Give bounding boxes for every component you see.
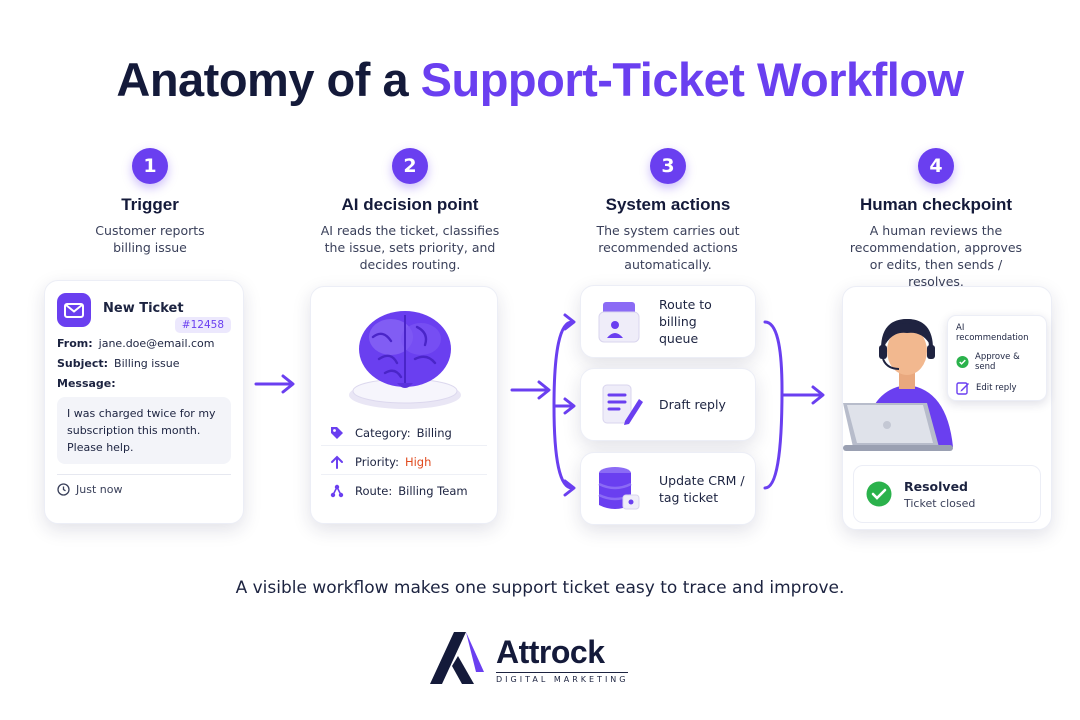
route-icon <box>330 484 344 498</box>
ai-priority-row: Priority:High <box>321 449 487 475</box>
brain-icon <box>321 297 489 417</box>
inbox-user-icon <box>591 294 647 350</box>
step-4-header: 4 Human checkpoint A human reviews the r… <box>826 148 1046 290</box>
logo-tagline: DIGITAL MARKETING <box>496 672 629 684</box>
tagline: A visible workflow makes one support tic… <box>235 578 845 598</box>
ticket-message-label: Message: <box>57 377 116 390</box>
action-draft-card: Draft reply <box>580 368 756 441</box>
step-description: Customer reports billing issue <box>95 223 205 255</box>
action-route-card: Route to billing queue <box>580 285 756 358</box>
edit-icon <box>956 382 969 395</box>
ticket-name: New Ticket <box>103 301 184 316</box>
action-label: Route to billing queue <box>659 297 712 346</box>
new-ticket-card[interactable]: New Ticket #12458 From:jane.doe@email.co… <box>44 280 244 524</box>
step-3-header: 3 System actions The system carries out … <box>558 148 778 273</box>
mail-icon <box>57 293 91 327</box>
resolved-subtitle: Ticket closed <box>904 496 976 510</box>
action-crm-card: Update CRM / tag ticket <box>580 452 756 525</box>
step-description: A human reviews the recommendation, appr… <box>849 223 1023 289</box>
step-number: 3 <box>650 148 686 184</box>
ticket-subject: Subject:Billing issue <box>57 357 180 370</box>
step-description: AI reads the ticket, classifies the issu… <box>320 223 500 272</box>
step-number: 2 <box>392 148 428 184</box>
approve-send-option[interactable]: Approve & send <box>956 352 1038 372</box>
step-title: Trigger <box>121 195 179 214</box>
agent-at-laptop-illustration <box>843 318 953 451</box>
attrock-logo-mark <box>430 632 484 684</box>
ticket-from: From:jane.doe@email.com <box>57 337 215 350</box>
document-pen-icon <box>591 377 647 433</box>
attrock-logo: Attrock DIGITAL MARKETING <box>430 632 629 684</box>
edit-reply-option[interactable]: Edit reply <box>956 381 1038 395</box>
ai-recommendation-panel: AI recommendation Approve & send Edit re… <box>947 315 1047 401</box>
step-number: 4 <box>918 148 954 184</box>
check-circle-icon <box>866 481 892 507</box>
action-label: Draft reply <box>659 397 726 412</box>
check-circle-icon <box>956 355 969 369</box>
database-tag-icon <box>591 461 647 517</box>
title-part-1: Anatomy of a <box>116 53 421 106</box>
human-checkpoint-card: AI recommendation Approve & send Edit re… <box>842 286 1052 530</box>
step-1-header: 1 Trigger Customer reports billing issue <box>40 148 260 256</box>
logo-name: Attrock <box>496 634 605 670</box>
title-part-2: Support-Ticket Workflow <box>420 53 964 106</box>
step-number: 1 <box>132 148 168 184</box>
ai-decision-card: Category:Billing Priority:High Route:Bil… <box>310 286 498 524</box>
step-description: The system carries out recommended actio… <box>596 223 740 272</box>
ticket-message: I was charged twice for my subscription … <box>57 397 231 464</box>
action-label: Update CRM / tag ticket <box>659 472 745 505</box>
page-title: Anatomy of a Support-Ticket Workflow <box>0 52 1080 107</box>
step-title: System actions <box>605 195 731 214</box>
tag-icon <box>331 426 343 439</box>
resolved-status: Resolved Ticket closed <box>853 465 1041 523</box>
step-2-header: 2 AI decision point AI reads the ticket,… <box>300 148 520 273</box>
recommendation-title: AI recommendation <box>956 323 1029 343</box>
resolved-title: Resolved <box>904 478 968 494</box>
step-title: AI decision point <box>341 195 479 214</box>
ai-category-row: Category:Billing <box>321 420 487 446</box>
ticket-id-badge: #12458 <box>174 317 231 333</box>
clock-icon <box>57 483 70 496</box>
arrow-up-icon <box>331 455 343 469</box>
step-title: Human checkpoint <box>859 195 1013 214</box>
ai-route-row: Route:Billing Team <box>321 478 487 504</box>
ticket-time: Just now <box>57 483 231 496</box>
